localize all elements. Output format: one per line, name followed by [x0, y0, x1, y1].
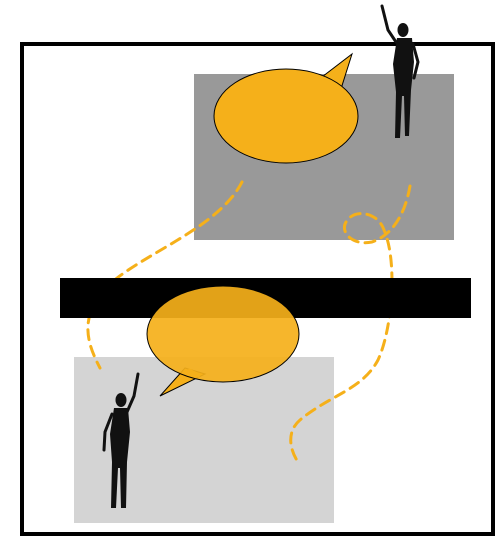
illustration-canvas	[0, 0, 503, 546]
